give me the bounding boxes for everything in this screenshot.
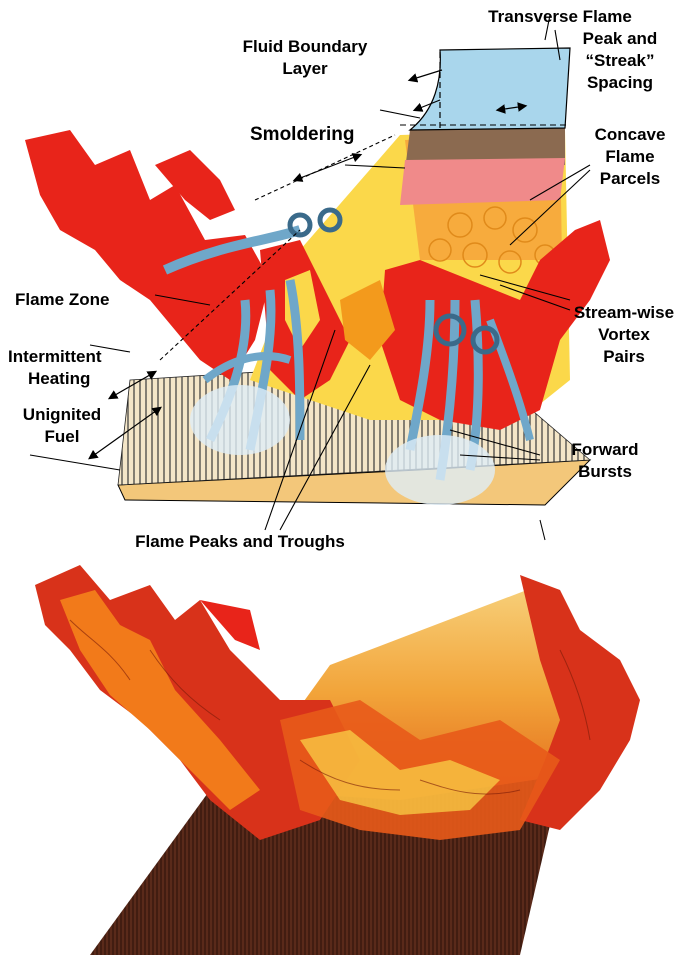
label-intermittent-2: Heating bbox=[28, 369, 90, 388]
label-transverse-flame-2: Peak and bbox=[583, 29, 658, 48]
label-unignited-1: Unignited bbox=[23, 405, 101, 424]
label-stream-wise-3: Pairs bbox=[603, 347, 645, 366]
label-stream-wise-1: Stream-wise bbox=[574, 303, 674, 322]
label-transverse-flame-4: Spacing bbox=[587, 73, 653, 92]
fluid-boundary-layer bbox=[410, 48, 570, 130]
label-concave-2: Flame bbox=[605, 147, 654, 166]
label-unignited-2: Fuel bbox=[45, 427, 80, 446]
label-flame-zone: Flame Zone bbox=[15, 290, 109, 309]
label-flame-peaks-troughs: Flame Peaks and Troughs bbox=[135, 532, 345, 551]
flame-zone-left bbox=[25, 130, 270, 380]
label-concave-3: Parcels bbox=[600, 169, 661, 188]
label-fluid-boundary-layer-1: Fluid Boundary bbox=[243, 37, 368, 56]
label-forward-bursts-2: Bursts bbox=[578, 462, 632, 481]
burst-footprint-right bbox=[385, 435, 495, 505]
label-forward-bursts-1: Forward bbox=[571, 440, 638, 459]
burst-footprint-left bbox=[190, 385, 290, 455]
label-stream-wise-2: Vortex bbox=[598, 325, 650, 344]
label-smoldering: Smoldering bbox=[250, 124, 355, 145]
label-transverse-flame-1: Transverse Flame bbox=[488, 7, 632, 26]
label-intermittent-1: Intermittent bbox=[8, 347, 102, 366]
label-fluid-boundary-layer-2: Layer bbox=[282, 59, 328, 78]
label-transverse-flame-3: “Streak” bbox=[586, 51, 655, 70]
label-concave-1: Concave bbox=[595, 125, 666, 144]
